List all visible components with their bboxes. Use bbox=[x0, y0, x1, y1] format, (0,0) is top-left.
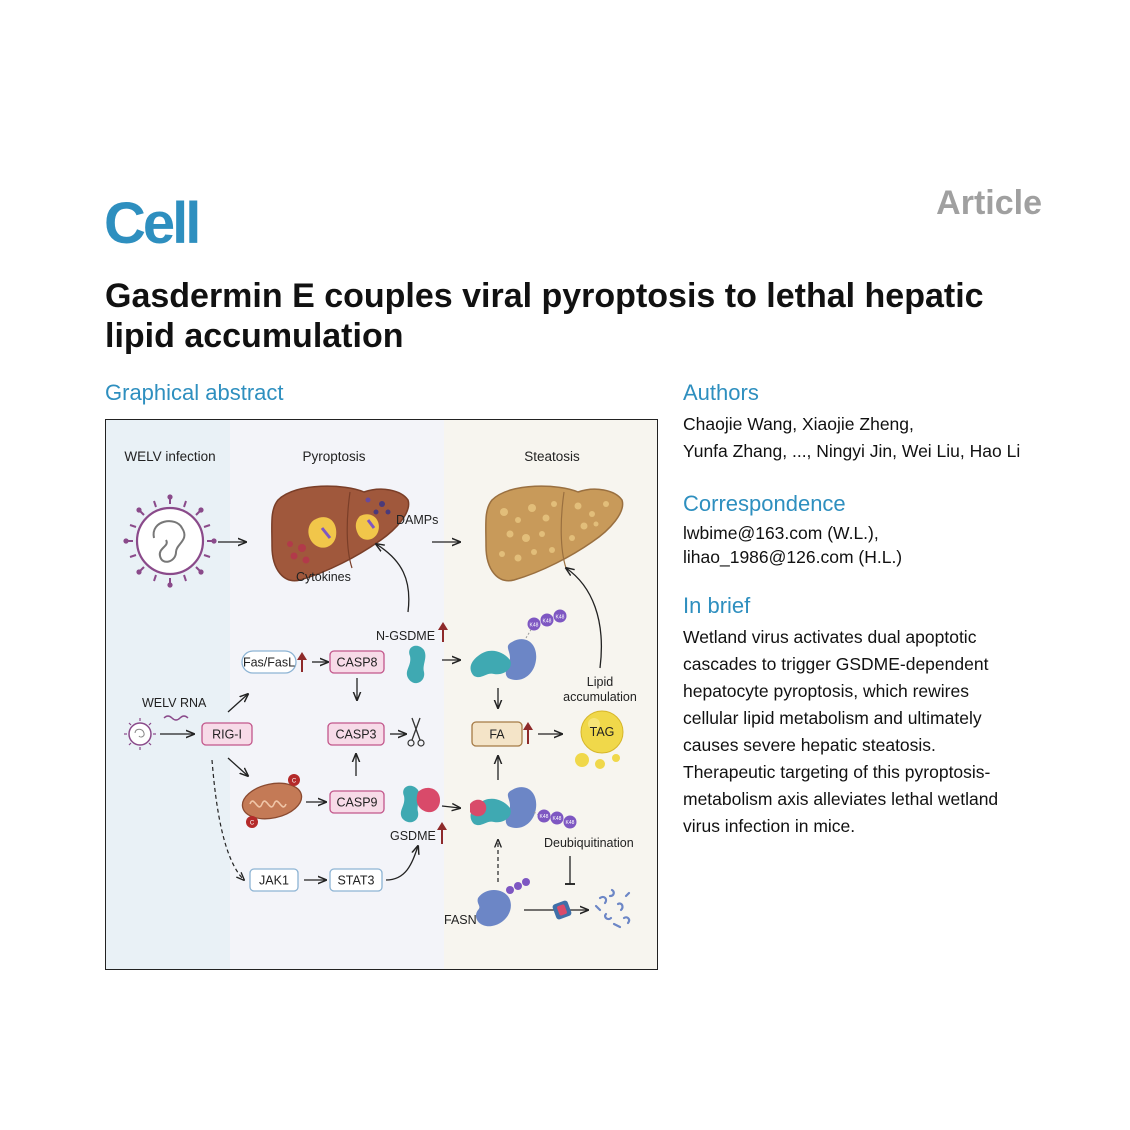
arrow-rigi-to-mitochondria bbox=[227, 757, 248, 776]
label-fasn: FASN bbox=[444, 913, 477, 927]
cytochrome-c-label: C bbox=[250, 821, 255, 827]
arrow-rigi-to-fas bbox=[227, 694, 248, 713]
in-brief-line: Therapeutic targeting of this pyroptosis… bbox=[683, 762, 991, 782]
fa-up-arrow-icon bbox=[523, 722, 533, 744]
stat3-label: STAT3 bbox=[337, 874, 374, 888]
label-damps: DAMPs bbox=[396, 513, 438, 527]
label-n-gsdme: N-GSDME bbox=[376, 629, 435, 643]
ubiquitin-chain-upper-icon: K48 K48 K48 bbox=[527, 609, 567, 631]
in-brief-heading: In brief bbox=[683, 593, 751, 618]
graphical-abstract-figure: WELV infection Pyroptosis Steatosis bbox=[105, 419, 658, 970]
fasn-complex-upper-icon bbox=[470, 627, 537, 680]
k48-label: K48 bbox=[556, 615, 565, 621]
casp9-node: CASP9 bbox=[329, 790, 385, 814]
label-gsdme: GSDME bbox=[390, 829, 436, 843]
gsdme-protein-icon bbox=[400, 785, 440, 823]
jak1-node: JAK1 bbox=[249, 868, 299, 892]
virus-small-icon bbox=[124, 718, 156, 750]
fa-node: FA bbox=[471, 721, 523, 747]
fas-fasl-label: Fas/FasL bbox=[243, 656, 295, 670]
virus-large-icon bbox=[123, 494, 217, 588]
correspondence-email-2[interactable]: lihao_1986@126.com (H.L.) bbox=[683, 547, 903, 567]
label-welv-rna: WELV RNA bbox=[142, 696, 207, 710]
fas-up-arrow-icon bbox=[297, 652, 307, 672]
label-cytokines: Cytokines bbox=[296, 570, 351, 584]
arrow-ngsdme-to-liver bbox=[376, 544, 410, 613]
liver-pyroptosis-icon bbox=[271, 485, 410, 582]
k48-label: K48 bbox=[566, 820, 575, 826]
arrow-stat3-to-gsdme bbox=[385, 846, 418, 881]
fasn-protein-icon bbox=[475, 878, 530, 927]
panel-title-pyroptosis: Pyroptosis bbox=[302, 449, 365, 464]
in-brief-line: virus infection in mice. bbox=[683, 816, 856, 836]
label-deubiquitination: Deubiquitination bbox=[544, 836, 634, 850]
graphical-abstract-heading: Graphical abstract bbox=[105, 380, 284, 405]
in-brief-line: hepatocyte pyroptosis, which rewires bbox=[683, 681, 969, 701]
liver-steatosis-icon bbox=[485, 485, 624, 582]
rna-strand-icon bbox=[163, 715, 189, 721]
rigi-node: RIG-I bbox=[201, 722, 253, 746]
authors-heading: Authors bbox=[683, 380, 759, 405]
label-accumulation: accumulation bbox=[563, 690, 637, 704]
n-gsdme-protein-icon bbox=[406, 645, 426, 684]
casp3-node: CASP3 bbox=[327, 722, 385, 746]
arrow-gsdme-to-complex bbox=[441, 806, 460, 808]
article-title: Gasdermin E couples viral pyroptosis to … bbox=[105, 277, 984, 355]
casp8-label: CASP8 bbox=[337, 656, 378, 670]
fasn-complex-lower-icon bbox=[470, 787, 541, 828]
n-gsdme-up-arrow-icon bbox=[438, 622, 448, 642]
article-type-label: Article bbox=[936, 184, 1042, 222]
degraded-protein-icon bbox=[594, 888, 631, 929]
arrow-rigi-to-jak1 bbox=[211, 759, 244, 880]
stat3-node: STAT3 bbox=[329, 868, 383, 892]
k48-label: K48 bbox=[543, 619, 552, 625]
correspondence-heading: Correspondence bbox=[683, 491, 846, 516]
jak1-label: JAK1 bbox=[259, 874, 289, 888]
in-brief-line: metabolism axis alleviates lethal wetlan… bbox=[683, 789, 999, 809]
fa-label: FA bbox=[489, 728, 505, 742]
k48-label: K48 bbox=[553, 816, 562, 822]
tag-droplet-icon bbox=[575, 710, 624, 769]
tag-label: TAG bbox=[590, 725, 615, 739]
panel-title-infection: WELV infection bbox=[124, 449, 215, 464]
in-brief-line: cellular lipid metabolism and ultimately bbox=[683, 708, 982, 728]
k48-label: K48 bbox=[540, 814, 549, 820]
panel-infection-bg bbox=[106, 420, 230, 969]
authors-line-2: Yunfa Zhang, ..., Ningyi Jin, Wei Liu, H… bbox=[683, 441, 1021, 461]
rigi-label: RIG-I bbox=[212, 728, 242, 742]
authors-line-1: Chaojie Wang, Xiaojie Zheng, bbox=[683, 414, 914, 434]
casp9-label: CASP9 bbox=[337, 796, 378, 810]
gsdme-up-arrow-icon bbox=[437, 822, 447, 844]
in-brief-line: cascades to trigger GSDME-dependent bbox=[683, 654, 989, 674]
in-brief-line: Wetland virus activates dual apoptotic bbox=[683, 627, 977, 647]
k48-label: K48 bbox=[530, 623, 539, 629]
in-brief-line: causes severe hepatic steatosis. bbox=[683, 735, 936, 755]
label-lipid: Lipid bbox=[587, 675, 613, 689]
arrow-lipid-to-liver bbox=[566, 568, 602, 669]
cytochrome-c-label: C bbox=[292, 779, 297, 785]
journal-logo: Cell bbox=[104, 191, 201, 256]
mitochondria-icon bbox=[241, 774, 303, 828]
panel-title-steatosis: Steatosis bbox=[524, 449, 580, 464]
correspondence-email-1[interactable]: lwbime@163.com (W.L.), bbox=[683, 523, 879, 543]
proteasome-icon bbox=[552, 900, 572, 920]
casp8-node: CASP8 bbox=[329, 650, 385, 674]
ubiquitin-chain-lower-icon bbox=[537, 809, 577, 829]
casp3-label: CASP3 bbox=[336, 728, 377, 742]
scissors-icon bbox=[407, 717, 425, 747]
fas-fasl-node: Fas/FasL bbox=[241, 650, 297, 674]
